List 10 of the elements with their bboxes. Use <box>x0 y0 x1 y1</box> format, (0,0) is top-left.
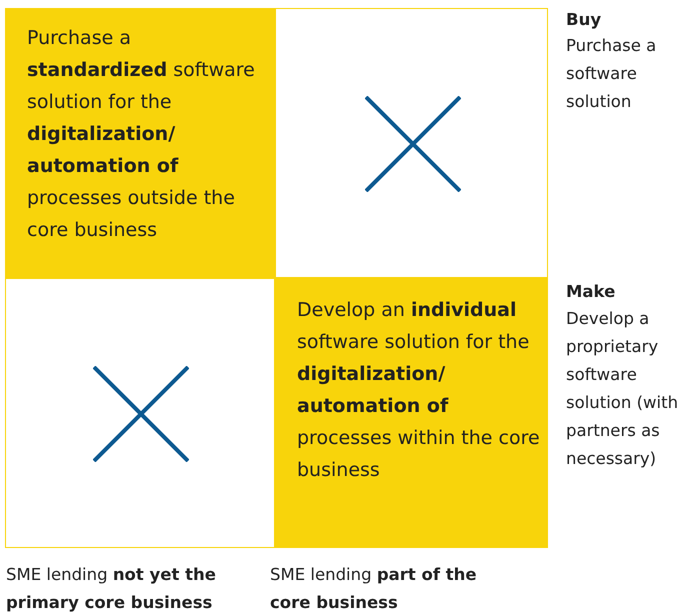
row-description: Develop a proprietary software solution (with partners as necessary) <box>566 308 680 470</box>
quadrant-box <box>275 278 548 548</box>
row-heading: Make <box>566 281 616 303</box>
row-description: Purchase a software solution <box>566 35 658 113</box>
quadrant-box <box>5 8 275 278</box>
column-label: SME lending part of the core business <box>270 564 478 614</box>
quadrant-text: Develop an individual software solution for the digitalization/ automation of processes within the core business <box>297 298 541 483</box>
quadrant-text: Purchase a standardized software solution for the digitalization/ automation of processes outside the core business <box>27 26 256 243</box>
row-heading: Buy <box>566 9 602 31</box>
column-label: SME lending not yet the primary core business <box>6 564 217 614</box>
